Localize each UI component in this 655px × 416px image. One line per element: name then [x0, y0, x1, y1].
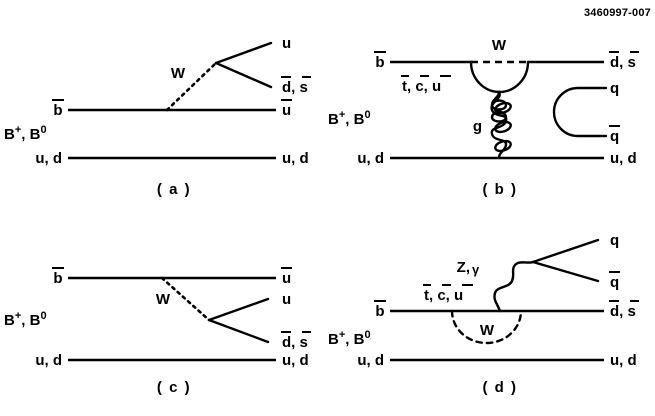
panel-b-left-label-ud: u, d [357, 150, 384, 167]
panel-d-bbar-text: b [375, 303, 384, 320]
panel-b-gluon-loop-2 [494, 120, 512, 134]
panel-a-left-label-bbar: b [52, 99, 64, 119]
panel-b-left-label-bbar: b [374, 51, 386, 71]
panel-c-dbar-sbar-text: d, s [282, 334, 308, 351]
panel-d-w-boson-arc [450, 309, 523, 345]
panel-b-initial-state-label: B+, B0 [328, 109, 371, 128]
panel-d-left-label-bbar: b [374, 300, 386, 320]
panel-a-left-label-ud: u, d [35, 150, 62, 167]
panel-b-right-label-qbar: q [609, 125, 620, 145]
panel-c-initial-state-text: B+, B0 [4, 310, 47, 329]
panel-c-outgoing-u-line [207, 297, 270, 322]
panel-b-gluon-label: g [473, 118, 482, 135]
panel-c-bbar-text: b [53, 270, 62, 287]
panel-a-right-label-ud: u, d [282, 150, 309, 167]
panel-d-left-label-ud: u, d [357, 352, 384, 369]
panel-d-right-label-dbar-sbar: d, s [609, 300, 639, 320]
panel-d-loop-quark-label: t, c, u [423, 284, 473, 304]
panel-d-qbar-text: q [610, 274, 619, 291]
panel-a-right-label-u: u [282, 35, 291, 52]
panel-c-left-label-ud: u, d [35, 352, 62, 369]
panel-a-bbar-text: b [53, 102, 62, 119]
panel-b-qqbar-loop [552, 86, 608, 138]
panel-a-initial-state-label: B+, B0 [4, 124, 47, 143]
panel-a: W b u, d B+, B0 u d, s u u, d ( a ) [4, 35, 311, 198]
panel-a-dbar-sbar-text: d, s [282, 79, 308, 96]
panel-b-caption: ( b ) [483, 181, 518, 198]
panel-c-w-label: W [156, 291, 171, 308]
panel-d-outgoing-q-line [531, 238, 600, 264]
panel-a-w-boson-dotted [165, 61, 218, 112]
panel-c-right-label-dbar-sbar: d, s [281, 331, 311, 351]
panel-a-outgoing-dbar-sbar-line [214, 61, 273, 89]
panel-d-initial-state-text: B+, B0 [328, 329, 371, 348]
panel-b-bbar-text: b [375, 54, 384, 71]
panel-b-right-label-dbar-sbar: d, s [609, 51, 639, 71]
panel-d-right-label-ud: u, d [610, 352, 637, 369]
panel-b-loop-quark-text: t, c, u [402, 78, 441, 95]
panel-b-gluon-loop-3 [494, 139, 512, 153]
panel-c-w-boson-dotted [160, 276, 211, 322]
panel-d-caption: ( d ) [483, 379, 518, 396]
panel-b: W g t, c, u b u, d B+, B0 d, s q [328, 37, 639, 198]
panel-d-initial-state-label: B+, B0 [328, 329, 371, 348]
panel-c-right-label-ubar: u [281, 267, 292, 287]
panel-c-outgoing-dbar-sbar-line [207, 318, 270, 344]
panel-a-right-label-dbar-sbar: d, s [281, 76, 311, 96]
panel-c-left-label-bbar: b [52, 267, 64, 287]
panel-b-qbar-text: q [610, 128, 619, 145]
panel-a-initial-state-text: B+, B0 [4, 124, 47, 143]
panel-c-right-label-ud: u, d [282, 352, 309, 369]
panel-a-right-label-ubar: u [281, 99, 292, 119]
panel-d-dbar-sbar-text: d, s [610, 303, 636, 320]
panel-a-w-label: W [171, 65, 186, 82]
panel-c-initial-state-label: B+, B0 [4, 310, 47, 329]
panel-d-loop-quark-text: t, c, u [424, 287, 463, 304]
panel-d-w-label: W [480, 322, 495, 339]
panel-d-right-label-q: q [610, 232, 619, 249]
panel-c: W b u, d B+, B0 u u d, s u, d ( c ) [4, 267, 311, 396]
panel-b-gluon-loop-1 [494, 101, 512, 115]
panel-d-gamma-label: γ [472, 262, 480, 277]
panel-b-dbar-sbar-text: d, s [610, 54, 636, 71]
panel-b-initial-state-text: B+, B0 [328, 109, 371, 128]
panel-a-caption: ( a ) [157, 181, 191, 198]
reference-number: 3460997-007 [584, 7, 651, 19]
panel-b-loop-quark-label: t, c, u [401, 75, 451, 95]
panel-c-ubar-text: u [282, 270, 291, 287]
panel-b-right-label-ud: u, d [610, 150, 637, 167]
panel-d-outgoing-qbar-line [531, 260, 600, 283]
panel-d-z-label: Z, [457, 259, 470, 276]
panel-d: Z, γ W t, c, u b u, d B+, B0 q q [328, 232, 639, 396]
panel-b-right-label-q: q [610, 80, 619, 97]
panel-c-right-label-u: u [282, 291, 291, 308]
panel-b-w-label: W [492, 37, 507, 54]
panel-d-z-gamma-wavy-line [493, 260, 535, 313]
panel-a-outgoing-u-line [214, 41, 273, 65]
panel-b-quark-loop-arc [469, 60, 530, 94]
panel-d-z-gamma-label: Z, γ [457, 259, 480, 277]
panel-d-right-label-qbar: q [609, 271, 620, 291]
panel-b-gluon-helix [490, 90, 508, 160]
panel-a-ubar-text: u [282, 102, 291, 119]
panel-c-caption: ( c ) [157, 379, 191, 396]
